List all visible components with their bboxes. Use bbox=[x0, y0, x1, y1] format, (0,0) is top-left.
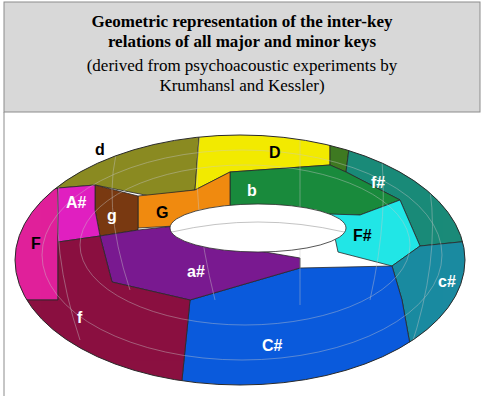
header-panel bbox=[4, 2, 480, 112]
key-label: A# bbox=[66, 194, 86, 212]
torus-mesh bbox=[42, 135, 442, 360]
key-label: f# bbox=[371, 174, 385, 192]
key-label: b bbox=[247, 182, 257, 200]
torus-outline bbox=[15, 135, 465, 385]
frame-line bbox=[4, 112, 5, 396]
key-label: F bbox=[31, 235, 41, 253]
key-label: d bbox=[95, 141, 105, 159]
key-label: f bbox=[77, 309, 82, 327]
key-label: G bbox=[156, 204, 168, 222]
header: Geometric representation of the inter-ke… bbox=[4, 2, 480, 112]
key-label: D bbox=[269, 144, 281, 162]
key-label: c# bbox=[438, 273, 456, 291]
key-regions bbox=[0, 125, 480, 396]
title-text: Geometric representation of the inter-ke… bbox=[62, 12, 422, 52]
source-note: (derived from psychoacoustic experiments… bbox=[52, 56, 432, 96]
region-g bbox=[95, 185, 138, 236]
key-label: F# bbox=[353, 227, 372, 245]
key-label: g bbox=[107, 207, 117, 225]
key-label: a# bbox=[187, 263, 205, 281]
key-label: C# bbox=[262, 337, 282, 355]
region-f bbox=[0, 236, 190, 396]
hole-rim bbox=[172, 222, 344, 232]
torus-hole bbox=[170, 204, 346, 252]
